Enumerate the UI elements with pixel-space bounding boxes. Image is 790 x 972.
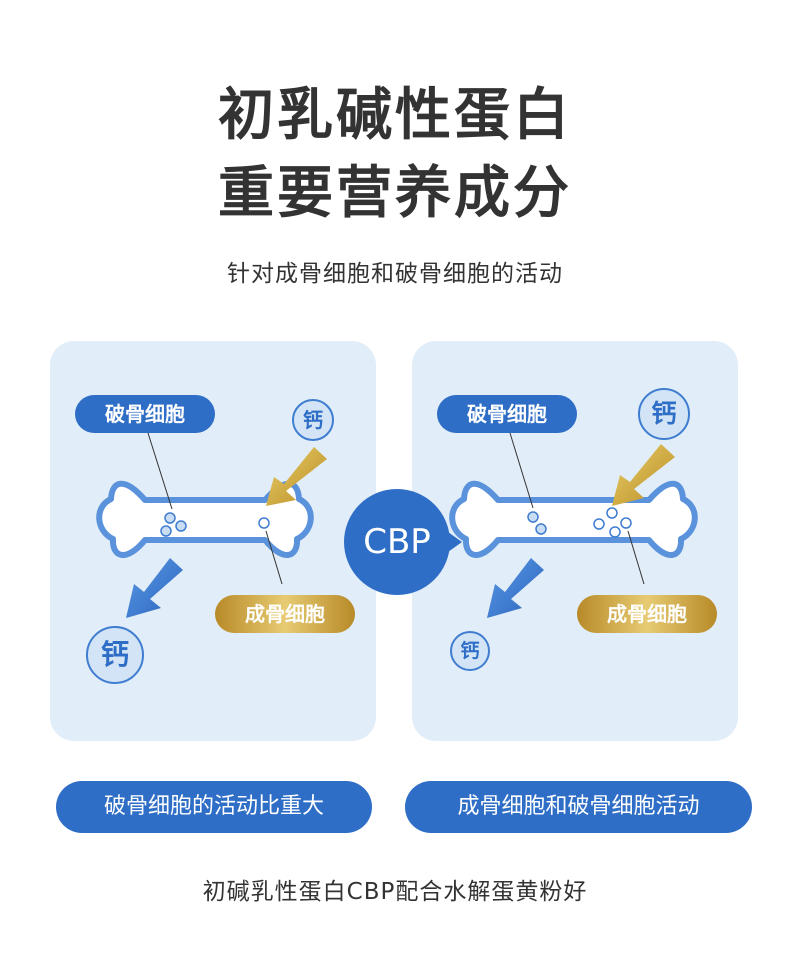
osteoblast-label: 成骨细胞 (215, 595, 355, 633)
calcium-in-arrow (266, 447, 327, 506)
footer-text: 初碱乳性蛋白CBP配合水解蛋黄粉好 (202, 879, 588, 905)
osteoclast-cell (535, 523, 547, 535)
right-bone-illustration (449, 432, 698, 618)
cbp-badge: CBP (344, 489, 450, 595)
bone-shape (449, 480, 698, 558)
subtitle: 针对成骨细胞和破骨细胞的活动 (227, 261, 563, 287)
osteoblast-label: 成骨细胞 (577, 595, 717, 633)
left-bone-illustration (96, 432, 327, 618)
title-line-2: 重要营养成分 (218, 161, 572, 226)
calcium-in-badge: 钙 (638, 388, 690, 440)
calcium-in-badge: 钙 (292, 399, 334, 441)
osteoblast-cell (258, 517, 270, 529)
calcium-in-arrow (612, 444, 675, 506)
left-panel: 破骨细胞 成骨细胞 钙 钙 (50, 341, 376, 741)
osteoblast-cell (593, 518, 605, 530)
bone-shape (96, 480, 314, 558)
osteoclast-cell (164, 512, 176, 524)
osteoclast-pointer (509, 432, 534, 509)
osteoclast-cell (160, 525, 172, 537)
calcium-out-arrow (126, 558, 183, 618)
osteoblast-pointer (265, 530, 283, 585)
osteoclast-label: 破骨细胞 (75, 395, 215, 433)
osteoblast-cell (609, 526, 621, 538)
osteoblast-cell (620, 517, 632, 529)
left-caption: 破骨细胞的活动比重大 (56, 781, 372, 833)
cbp-arrow-icon (448, 532, 462, 552)
right-panel: 破骨细胞 成骨细胞 钙 钙 (412, 341, 738, 741)
calcium-out-badge: 钙 (86, 626, 144, 684)
osteoclast-cell (527, 511, 539, 523)
osteoclast-cell (175, 520, 187, 532)
osteoclast-label: 破骨细胞 (437, 395, 577, 433)
osteoblast-cell (606, 507, 618, 519)
calcium-out-arrow (487, 558, 544, 618)
calcium-out-badge: 钙 (450, 631, 490, 671)
osteoclast-pointer (147, 432, 173, 510)
title-line-1: 初乳碱性蛋白 (218, 83, 572, 148)
right-caption: 成骨细胞和破骨细胞活动 (405, 781, 752, 833)
osteoblast-pointer (627, 530, 645, 585)
